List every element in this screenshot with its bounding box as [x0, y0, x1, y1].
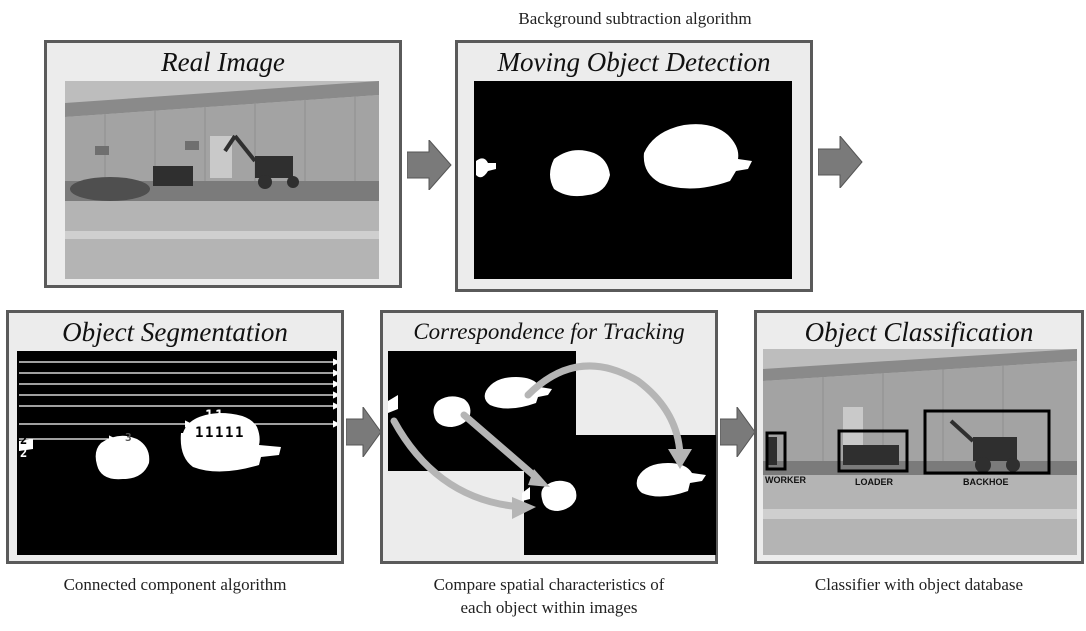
backhoe-label: BACKHOE — [963, 477, 1009, 487]
segment-label: 3 — [125, 431, 132, 444]
loader-label: LOADER — [855, 477, 893, 487]
panel-object-classification: Object Classification WORKER LOA — [754, 310, 1084, 564]
panel-title: Object Segmentation — [62, 317, 288, 347]
real-image-photo — [65, 81, 379, 279]
panel-correspondence-tracking: Correspondence for Tracking — [380, 310, 718, 564]
panel-title: Correspondence for Tracking — [413, 319, 685, 344]
detection-mask-image — [474, 81, 792, 279]
worker-label: WORKER — [765, 475, 806, 485]
segment-label: 2 — [20, 433, 28, 447]
panel-title: Moving Object Detection — [497, 47, 771, 77]
segment-label: 1 — [205, 425, 214, 441]
tracking-caption-line1: Compare spatial characteristics of — [433, 575, 665, 594]
classification-photo: WORKER LOADER BACKHOE — [763, 349, 1077, 555]
segment-label: 1 — [235, 425, 244, 441]
flow-arrow-2 — [818, 136, 864, 188]
panel-title: Real Image — [161, 47, 285, 77]
top-caption: Background subtraction algorithm — [518, 9, 752, 28]
panel-real-image: Real Image — [44, 40, 402, 288]
panel-title: Object Classification — [804, 317, 1034, 347]
flow-arrow-3 — [346, 407, 382, 457]
segment-label: 1 — [205, 408, 214, 424]
panel-moving-object-detection: Moving Object Detection — [455, 40, 813, 292]
segment-label: 1 — [215, 425, 224, 441]
tracking-composite-image — [388, 351, 716, 555]
flow-arrow-4 — [720, 407, 756, 457]
classification-caption: Classifier with object database — [814, 575, 1024, 594]
segment-label: 2 — [20, 446, 28, 460]
segmentation-image: 1 1 1 1 1 1 1 3 2 2 — [17, 351, 337, 555]
segment-label: 1 — [225, 425, 234, 441]
segment-label: 1 — [195, 425, 204, 441]
flow-arrow-1 — [407, 140, 453, 190]
tracking-caption-line2: each object within images — [460, 598, 638, 617]
panel-object-segmentation: Object Segmentation 1 1 1 1 1 1 1 3 2 2 — [6, 310, 344, 564]
segment-label: 1 — [215, 408, 224, 424]
segmentation-caption: Connected component algorithm — [63, 575, 287, 594]
